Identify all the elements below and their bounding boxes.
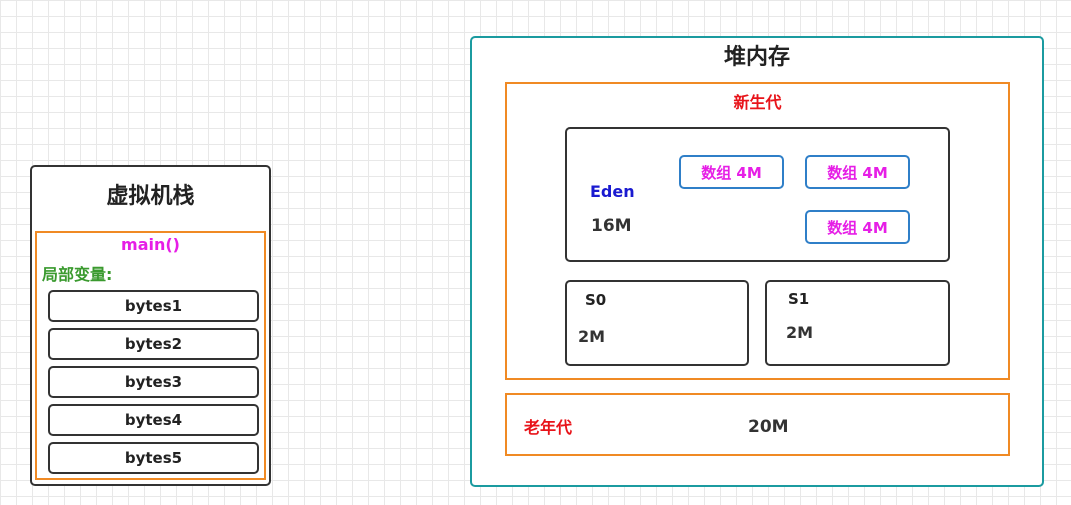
local-variable-label: bytes2 xyxy=(124,335,183,353)
young-generation-label: 新生代 xyxy=(733,93,782,112)
local-variable-box: bytes2 xyxy=(48,328,259,360)
array-object-box: 数组 4M xyxy=(805,210,910,244)
old-generation-box xyxy=(505,393,1010,456)
frame-label: main() xyxy=(121,235,180,254)
eden-size: 16M xyxy=(591,216,632,236)
local-variable-box: bytes3 xyxy=(48,366,259,398)
array-object-box: 数组 4M xyxy=(805,155,910,189)
locals-label: 局部变量: xyxy=(42,265,113,284)
survivor-s0-label: S0 xyxy=(585,291,607,309)
old-generation-label: 老年代 xyxy=(524,418,573,437)
local-variable-label: bytes5 xyxy=(124,449,183,467)
array-object-label: 数组 4M xyxy=(827,218,888,237)
local-variable-box: bytes5 xyxy=(48,442,259,474)
array-object-label: 数组 4M xyxy=(701,163,762,182)
heap-title: 堆内存 xyxy=(723,45,790,70)
local-variable-box: bytes1 xyxy=(48,290,259,322)
local-variable-label: bytes3 xyxy=(124,373,183,391)
survivor-s1-box xyxy=(765,280,950,366)
local-variable-label: bytes1 xyxy=(124,297,183,315)
local-variable-box: bytes4 xyxy=(48,404,259,436)
survivor-s0-box xyxy=(565,280,749,366)
eden-label: Eden xyxy=(590,182,635,201)
local-variable-label: bytes4 xyxy=(124,411,183,429)
array-object-box: 数组 4M xyxy=(679,155,784,189)
old-generation-size: 20M xyxy=(748,417,789,437)
vm-stack-title: 虚拟机栈 xyxy=(106,184,195,209)
survivor-s1-label: S1 xyxy=(788,290,810,308)
array-object-label: 数组 4M xyxy=(827,163,888,182)
survivor-s0-size: 2M xyxy=(578,327,606,346)
survivor-s1-size: 2M xyxy=(786,323,814,342)
